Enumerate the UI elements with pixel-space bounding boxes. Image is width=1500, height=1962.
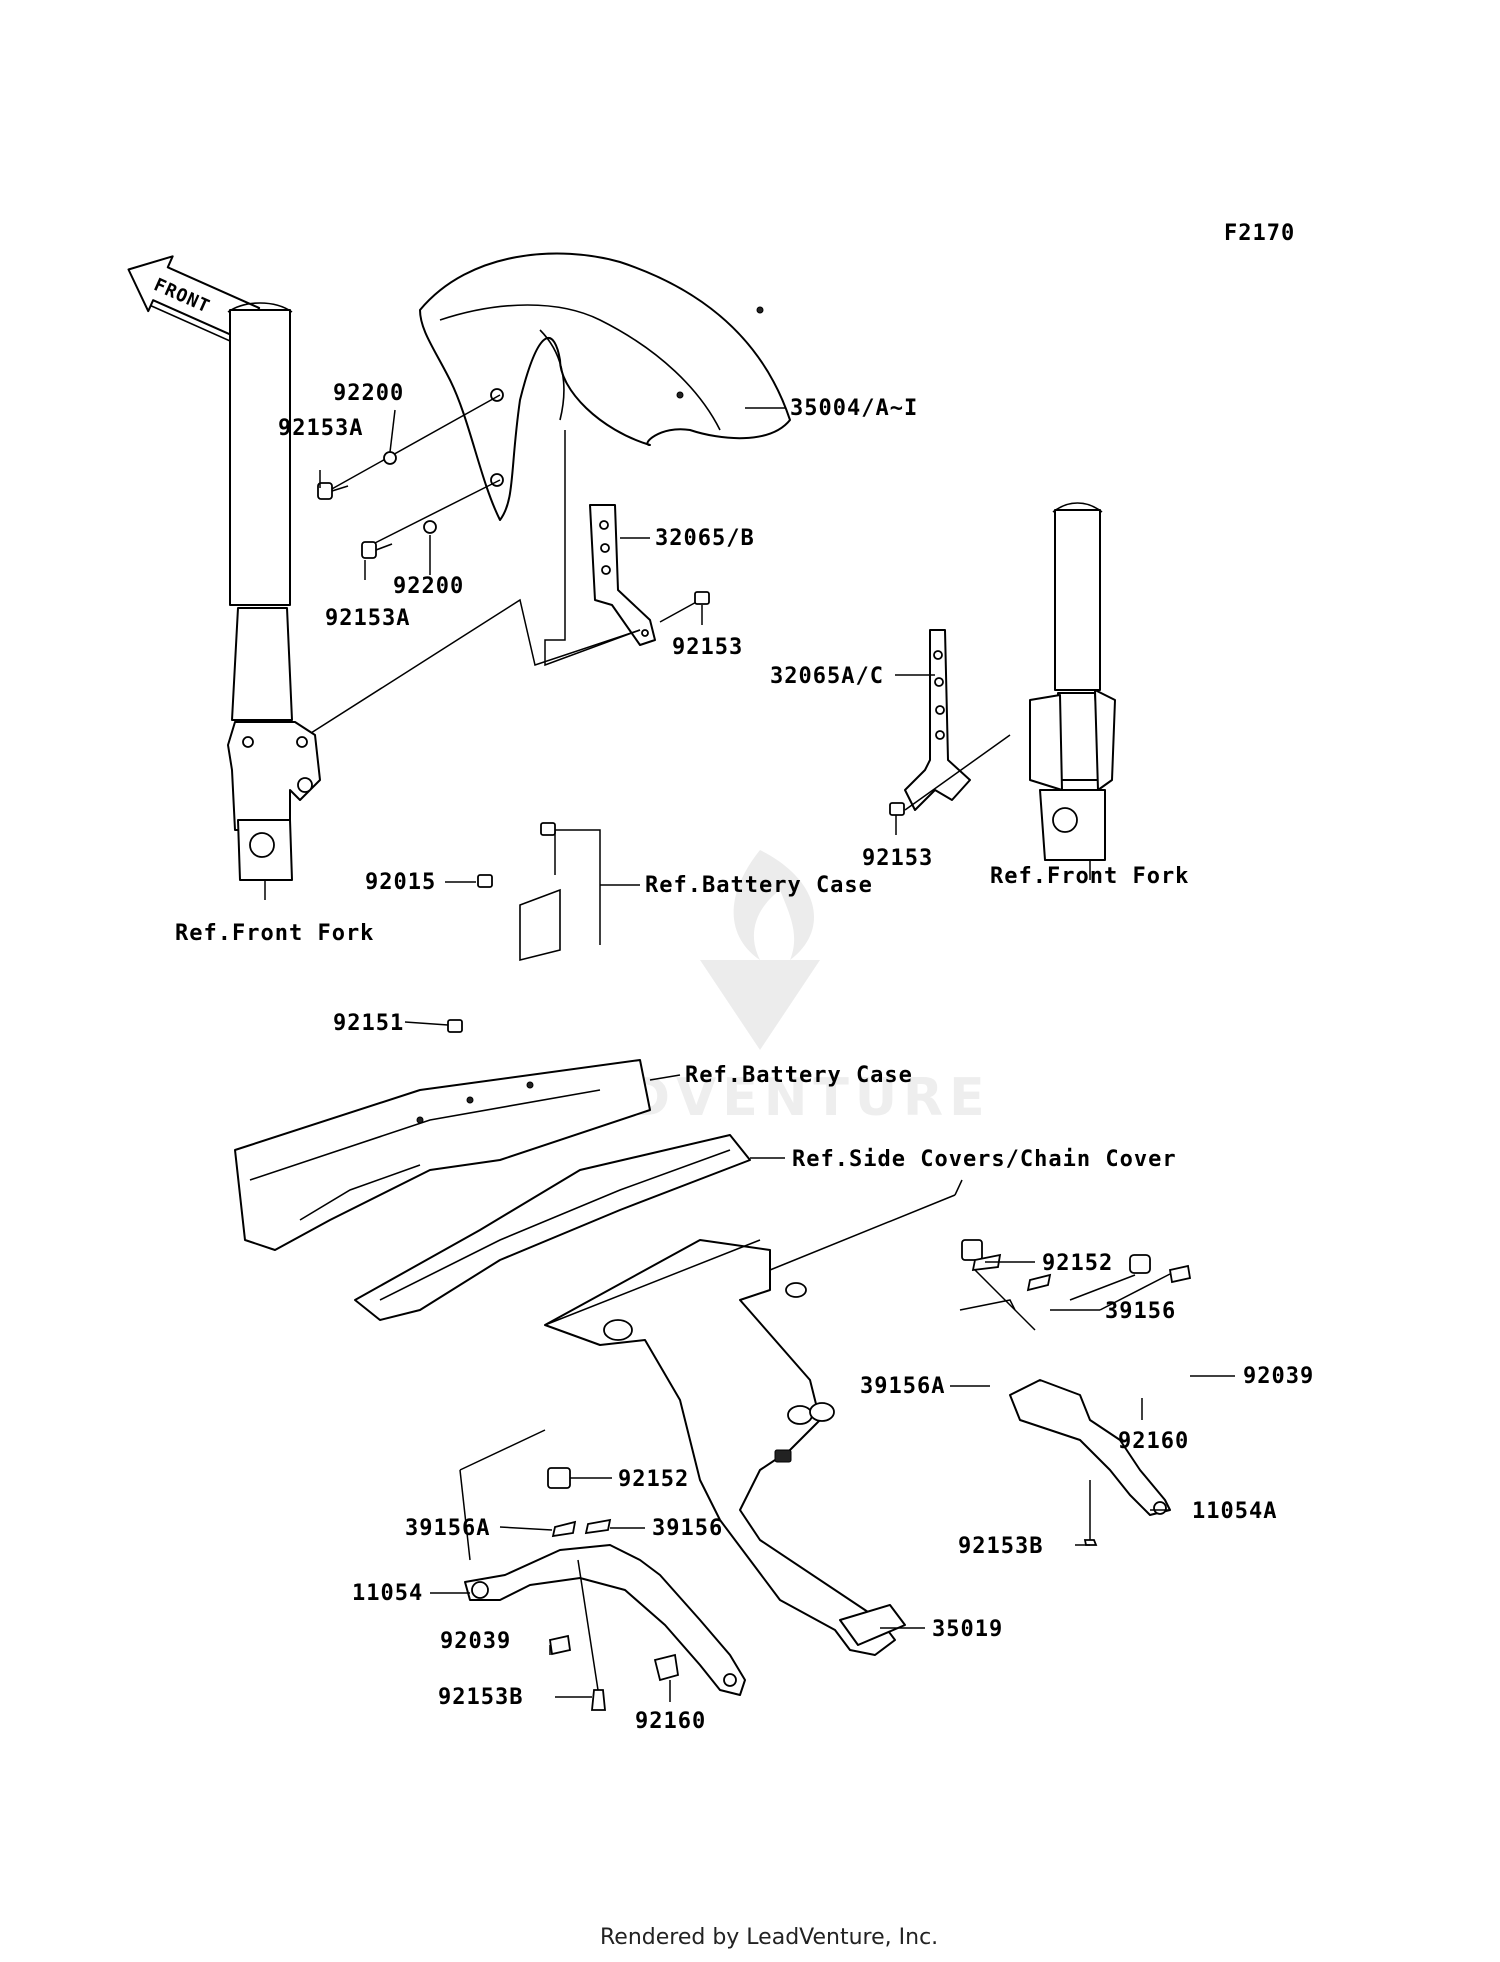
label-92015: 92015 <box>365 870 436 895</box>
pad-39156A-left <box>551 1520 577 1538</box>
label-92153-left: 92153 <box>672 635 743 660</box>
footer-credit: Rendered by LeadVenture, Inc. <box>600 1925 938 1950</box>
screw-92153A-bottom <box>361 541 393 559</box>
label-11054: 11054 <box>352 1581 423 1606</box>
grommet-92160-right <box>1129 1254 1151 1274</box>
screw-92151 <box>447 1019 463 1033</box>
label-92152-left: 92152 <box>618 1467 689 1492</box>
label-92160-right: 92160 <box>1118 1429 1189 1454</box>
label-92200-top: 92200 <box>333 381 404 406</box>
leader-lines <box>319 407 1235 1702</box>
label-32065AC: 32065A/C <box>770 664 884 689</box>
reference-lines <box>299 430 641 741</box>
label-35019: 35019 <box>932 1617 1003 1642</box>
label-92151: 92151 <box>333 1011 404 1036</box>
screw-92039-right <box>1168 1264 1192 1284</box>
pad-39156-right <box>1026 1273 1052 1292</box>
fender-bracket-32065AC <box>889 629 1011 816</box>
bolt-92153B-right <box>1083 1539 1098 1546</box>
washer-92200-bottom <box>423 520 437 534</box>
label-39156A-left: 39156A <box>405 1516 490 1541</box>
grommet-92160-left <box>653 1653 680 1682</box>
label-92153-right: 92153 <box>862 846 933 871</box>
washer-92200-top <box>383 451 397 465</box>
label-39156-left: 39156 <box>652 1516 723 1541</box>
figure-code: F2170 <box>1224 221 1295 246</box>
label-92152-right: 92152 <box>1042 1251 1113 1276</box>
bolt-92153-right <box>889 802 905 816</box>
bolt-92153B-left <box>591 1689 606 1711</box>
label-ref-battery-case-2: Ref.Battery Case <box>685 1063 913 1088</box>
label-ref-front-fork-left: Ref.Front Fork <box>175 921 374 946</box>
fender-bracket-32065B <box>589 504 710 646</box>
front-arrow-icon: FRONT <box>127 255 261 348</box>
label-39156-right: 39156 <box>1105 1299 1176 1324</box>
part-labels: 35004/A~I 92200 92153A 92200 92153A 3206… <box>175 381 1314 1734</box>
bracket-11054A <box>954 1179 1192 1546</box>
label-92153A-bottom: 92153A <box>325 606 410 631</box>
screw-92153A-top <box>317 482 349 500</box>
label-ref-side-covers: Ref.Side Covers/Chain Cover <box>792 1147 1177 1172</box>
screw-92039-left <box>548 1634 572 1656</box>
collar-92152-right <box>961 1239 983 1261</box>
rear-fender-35019 <box>544 1194 956 1656</box>
rear-inner-fender <box>234 1059 751 1321</box>
front-fork-left <box>227 302 321 900</box>
label-92153A-top: 92153A <box>278 416 363 441</box>
front-fork-right <box>1029 502 1116 880</box>
pad-39156-left <box>584 1518 612 1535</box>
nut-92015 <box>477 874 493 888</box>
label-39156A-right: 39156A <box>860 1374 945 1399</box>
battery-case-bracket <box>447 822 601 1033</box>
bracket-11054 <box>459 1429 746 1711</box>
label-11054A: 11054A <box>1192 1499 1277 1524</box>
label-92039-right: 92039 <box>1243 1364 1314 1389</box>
label-ref-front-fork-right: Ref.Front Fork <box>990 864 1189 889</box>
label-92160-left: 92160 <box>635 1709 706 1734</box>
label-92200-bottom: 92200 <box>393 574 464 599</box>
bolt-92153-left <box>694 591 710 605</box>
label-ref-battery-case-1: Ref.Battery Case <box>645 873 873 898</box>
label-92153B-left: 92153B <box>438 1685 523 1710</box>
collar-92152-left <box>547 1467 571 1489</box>
label-92039-left: 92039 <box>440 1629 511 1654</box>
label-92153B-right: 92153B <box>958 1534 1043 1559</box>
front-fender <box>419 252 791 521</box>
label-35004: 35004/A~I <box>790 396 918 421</box>
label-32065B: 32065/B <box>655 526 755 551</box>
